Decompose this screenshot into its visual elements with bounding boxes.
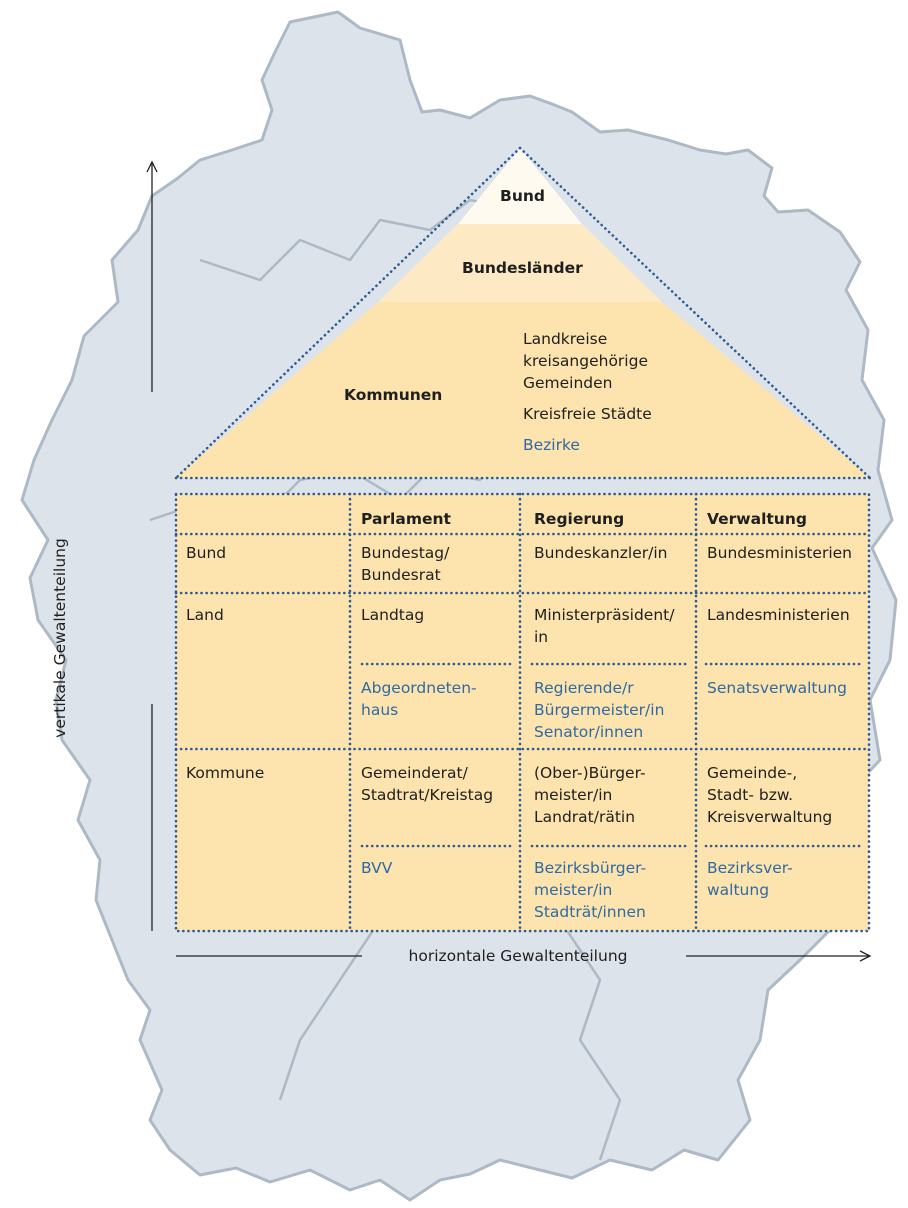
kommune-verwaltung-line-1: Gemeinde-, <box>707 764 798 782</box>
roof-label-kommunen: Kommunen <box>344 386 443 404</box>
land-city-parlament-line-2: haus <box>361 701 399 719</box>
state-border-6 <box>199 198 521 282</box>
land-regierung-line-2: in <box>534 628 549 646</box>
land-regierung-line-1: Ministerpräsident/ <box>534 606 675 624</box>
kommune-city-regierung-line-2: meister/in <box>534 881 613 899</box>
roof-label-bundeslaender: Bundesländer <box>462 259 583 277</box>
vertical-axis-arrowhead <box>146 160 158 173</box>
table-border <box>174 492 871 933</box>
kommunen-detail-kreisangehoerige: kreisangehörige <box>523 352 648 370</box>
roof-line-left <box>174 146 522 480</box>
land-parlament-line-1: Landtag <box>361 606 425 624</box>
land-city-regierung-line-2: Bürgermeister/in <box>534 701 665 719</box>
row-label-kommune: Kommune <box>186 764 265 782</box>
bund-parlament-line-2: Bundesrat <box>361 566 441 584</box>
land-city-regierung-line-1: Regierende/r <box>534 679 634 697</box>
kommune-regierung-line-1: (Ober-)Bürger- <box>534 764 646 782</box>
roof-tier-bund <box>458 148 582 224</box>
header-parlament: Parlament <box>361 510 451 528</box>
kommune-city-regierung-line-3: Stadträt/innen <box>534 903 646 921</box>
kommune-verwaltung-line-2: Stadt- bzw. <box>707 786 794 804</box>
roof-tier-kommunen <box>176 302 870 478</box>
land-city-verwaltung-line-1: Senatsverwaltung <box>707 679 847 697</box>
land-city-parlament-line-1: Abgeordneten- <box>361 679 477 697</box>
kommunen-detail-bezirke: Bezirke <box>523 436 580 454</box>
land-verwaltung-line-1: Landesministerien <box>707 606 850 624</box>
horizontal-axis-label: horizontale Gewaltenteilung <box>408 947 628 965</box>
kommune-city-parlament-line-1: BVV <box>361 859 393 877</box>
kommune-city-regierung-line-1: Bezirksbürger- <box>534 859 647 877</box>
kommune-regierung-line-2: meister/in <box>534 786 613 804</box>
row-label-land: Land <box>186 606 224 624</box>
kommune-regierung-line-3: Landrat/rätin <box>534 808 636 826</box>
kommune-parlament-line-1: Gemeinderat/ <box>361 764 468 782</box>
kommune-verwaltung-line-3: Kreisverwaltung <box>707 808 833 826</box>
kommune-city-verwaltung-line-2: waltung <box>707 881 770 899</box>
roof-line-right <box>518 146 872 480</box>
row-label-bund: Bund <box>186 544 227 562</box>
kommunen-detail-gemeinden: Gemeinden <box>523 374 613 392</box>
header-regierung: Regierung <box>534 510 625 528</box>
bund-regierung-line-1: Bundeskanzler/in <box>534 544 668 562</box>
bund-verwaltung-line-1: Bundesministerien <box>707 544 852 562</box>
horizontal-axis-arrowhead <box>859 950 872 962</box>
roof-tier-bundeslaender <box>378 224 662 302</box>
land-city-regierung-line-3: Senator/innen <box>534 723 644 741</box>
kommune-city-verwaltung-line-1: Bezirksver- <box>707 859 793 877</box>
kommunen-detail-kreisfreie-staedte: Kreisfreie Städte <box>523 405 652 423</box>
bund-parlament-line-1: Bundestag/ <box>361 544 450 562</box>
vertical-axis-label: vertikale Gewaltenteilung <box>51 538 69 738</box>
table-body <box>176 494 869 931</box>
header-verwaltung: Verwaltung <box>707 510 807 528</box>
roof-label-bund: Bund <box>500 187 545 205</box>
kommunen-detail-landkreise: Landkreise <box>523 330 608 348</box>
kommune-parlament-line-2: Stadtrat/Kreistag <box>361 786 494 804</box>
